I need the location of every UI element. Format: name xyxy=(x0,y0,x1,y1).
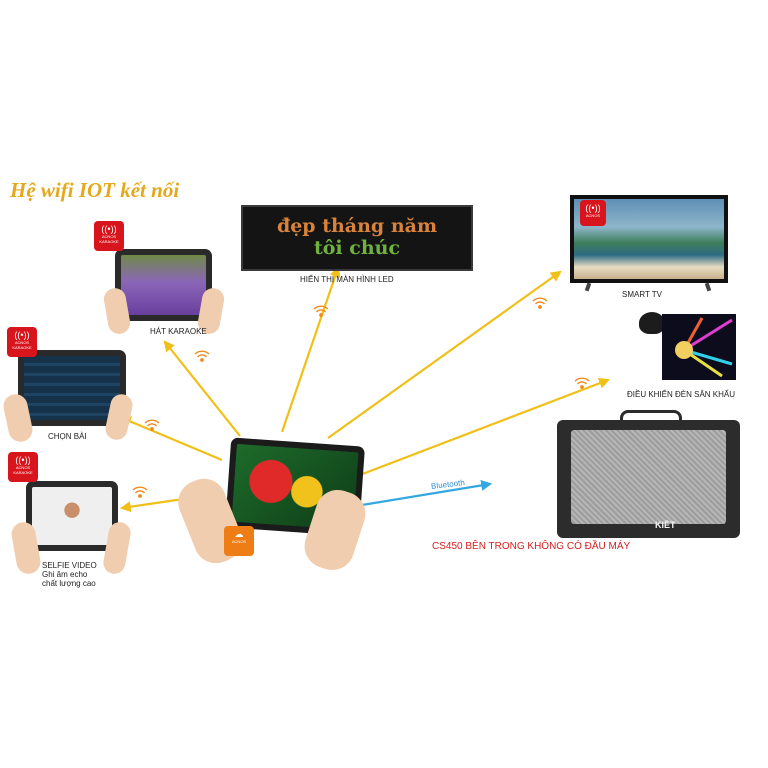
karaoke-label: HÁT KARAOKE xyxy=(150,327,207,336)
cloud-app-icon: ☁ACNOS xyxy=(224,526,254,556)
song-list-screen xyxy=(24,356,120,420)
speaker-caption: CS450 BÊN TRONG KHÔNG CÓ ĐẦU MÁY xyxy=(432,541,631,552)
led-label: HIỂN THỊ MÀN HÌNH LED xyxy=(300,275,394,284)
selfie-screen-image xyxy=(32,487,112,545)
wifi-icon xyxy=(574,377,590,389)
diagram-title: Hệ wifi IOT kết nối xyxy=(10,178,180,202)
led-display-panel: đẹp tháng năm tôi chúc xyxy=(241,205,473,271)
wifi-icon xyxy=(532,297,548,309)
wifi-icon xyxy=(132,486,148,498)
wifi-icon xyxy=(313,305,329,317)
speaker-brand-logo: KIỀT xyxy=(655,520,676,530)
speaker-handle xyxy=(620,410,682,425)
bluetooth-arrow xyxy=(361,479,493,507)
arrow-to-led xyxy=(280,265,341,433)
choose-song-label: CHỌN BÀI xyxy=(48,432,87,441)
wifi-icon xyxy=(144,419,160,431)
light-beams-graphic xyxy=(675,317,733,378)
selfie-tablet xyxy=(26,481,118,551)
choose-song-tablet xyxy=(18,350,126,426)
stage-light-image xyxy=(662,314,736,380)
arrow-to-karaoke xyxy=(163,340,241,437)
wifi-icon xyxy=(194,350,210,362)
stage-light-device xyxy=(639,312,665,334)
arrow-to-smart-tv xyxy=(327,270,562,439)
speaker-grille xyxy=(571,430,726,524)
led-text-line2: tôi chúc xyxy=(313,237,401,259)
smart-tv-label: SMART TV xyxy=(622,290,663,299)
selfie-label: SELFIE VIDEO Ghi âm echo chất lượng cao xyxy=(42,561,97,588)
cs450-speaker xyxy=(557,420,740,538)
karaoke-screen-image xyxy=(121,255,206,315)
arrow-to-stage-light xyxy=(351,378,611,480)
led-text-line1: đẹp tháng năm xyxy=(276,215,438,237)
arrow-to-choose-song xyxy=(119,416,223,462)
acnos-app-icon: ((•))ACNOS xyxy=(580,200,606,226)
stage-light-label: ĐIỀU KHIỂN ĐÈN SÂN KHẤU xyxy=(627,390,736,399)
karaoke-tablet xyxy=(115,249,212,321)
